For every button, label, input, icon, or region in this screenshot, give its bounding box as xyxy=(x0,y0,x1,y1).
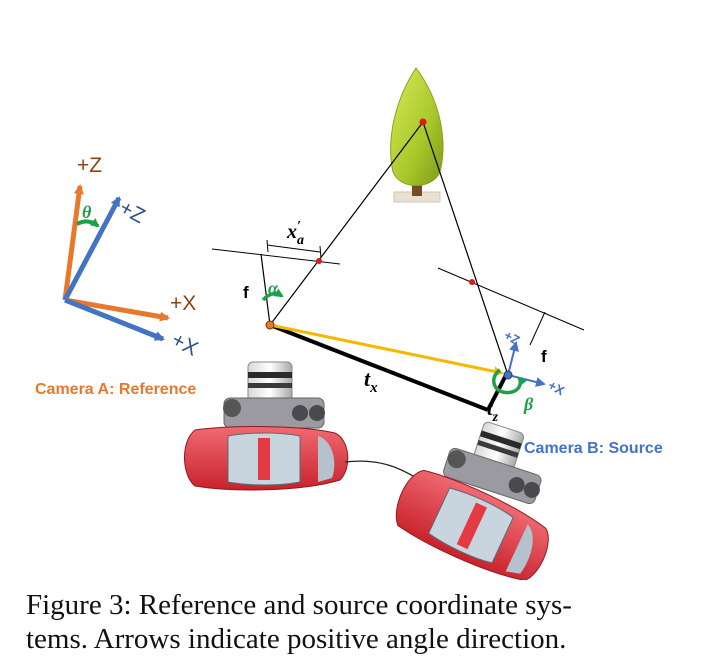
beta-label: β xyxy=(523,394,534,414)
focal-length-a-line xyxy=(260,253,271,326)
alpha-label: α xyxy=(268,278,279,298)
projection-point-b xyxy=(469,279,475,285)
figure-caption: Figure 3: Reference and source coordinat… xyxy=(26,588,696,656)
camera-a-label: Camera A: Reference xyxy=(35,381,196,398)
camera-b-local-axes: +Z +X xyxy=(492,327,568,398)
camera-a-x-axis xyxy=(64,297,170,322)
camera-b-center xyxy=(503,370,513,380)
car-link-line xyxy=(344,460,421,481)
translation-arrow xyxy=(269,323,504,377)
coordinate-system-diagram: +Z +Z +X +X θ Camera A: Reference Camera… xyxy=(35,67,663,580)
camera-b-z-axis xyxy=(62,196,122,302)
camera-b-x-label: +X xyxy=(168,328,202,361)
geometry-lines xyxy=(211,118,585,412)
geometry-labels: x′a f α tx tz f β xyxy=(243,219,547,425)
camera-b-image xyxy=(443,421,542,505)
camera-a-z-label: +Z xyxy=(77,154,102,177)
alpha-arc-arrow xyxy=(261,288,284,302)
caption-line-1: Figure 3: Reference and source coordinat… xyxy=(26,589,572,621)
x-prime-a-dimension xyxy=(266,244,321,253)
tz-baseline xyxy=(486,374,508,411)
ray-b-to-tree xyxy=(422,121,509,376)
tz-label: tz xyxy=(487,398,499,425)
ray-a-to-tree xyxy=(269,121,424,326)
camera-b-label: Camera B: Source xyxy=(524,440,663,457)
projection-point-a xyxy=(316,258,322,264)
camera-b-x-axis xyxy=(64,297,165,342)
beta-arc-arrow xyxy=(492,368,527,395)
axes-diagram: +Z +Z +X +X θ xyxy=(62,154,202,361)
f-right-label: f xyxy=(541,347,547,366)
theta-label: θ xyxy=(82,202,92,222)
car-b-image xyxy=(395,469,549,580)
tree-image xyxy=(390,67,444,203)
theta-arc-arrow xyxy=(76,218,100,228)
tx-label: tx xyxy=(364,366,378,396)
image-plane-b xyxy=(437,267,585,331)
camera-a-center xyxy=(265,320,275,330)
focal-length-b-line xyxy=(529,311,546,346)
tree-point xyxy=(419,118,427,126)
camera-b-small-z-label: +Z xyxy=(502,327,523,348)
camera-a-x-label: +X xyxy=(170,292,196,315)
camera-a-image xyxy=(223,361,325,429)
car-a-image xyxy=(184,426,349,491)
tx-baseline xyxy=(269,323,489,412)
camera-a-z-axis xyxy=(62,184,84,301)
caption-line-2: tems. Arrows indicate positive angle dir… xyxy=(26,623,567,655)
camera-b-z-label: +Z xyxy=(116,196,149,228)
x-prime-a-label: x′a xyxy=(286,219,304,248)
f-left-label: f xyxy=(243,283,249,302)
camera-b-small-x-label: +X xyxy=(546,377,568,398)
